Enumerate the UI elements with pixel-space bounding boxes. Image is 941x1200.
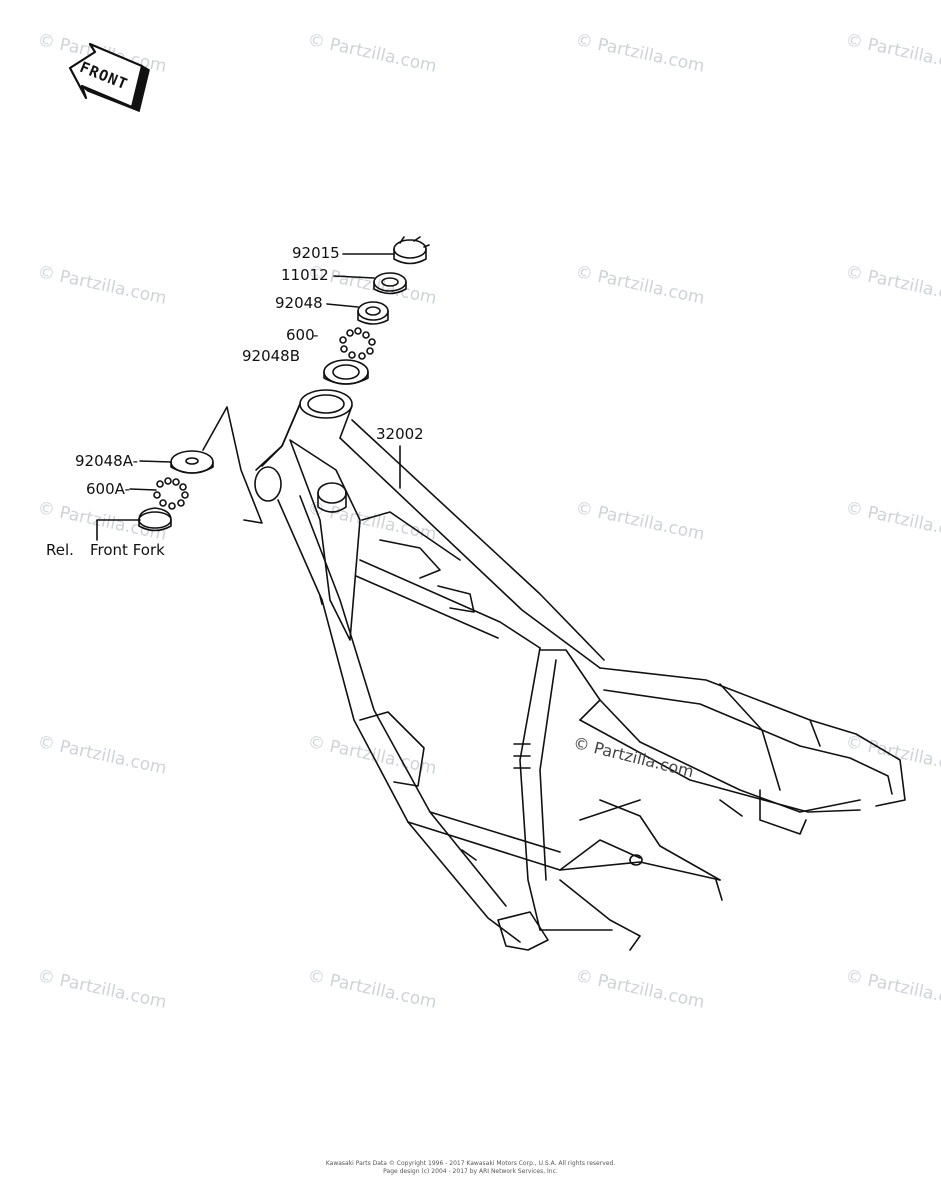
callout-11012: 11012 (281, 266, 329, 284)
race-92048-icon (357, 301, 389, 325)
callout-600-dash: - (313, 326, 319, 344)
leader-92048a (139, 460, 172, 463)
footer-copyright: Kawasaki Parts Data © Copyright 1996 - 2… (325, 1160, 616, 1167)
callout-92048: 92048 (275, 294, 323, 312)
leader-600a (129, 488, 157, 491)
callout-92048a: 92048A- (75, 452, 139, 470)
callout-front-fork: Front Fork (90, 541, 165, 559)
nut-92015-icon (393, 236, 430, 265)
callout-32002: 32002 (376, 425, 424, 443)
race-front-fork-icon (138, 507, 172, 532)
leader-92048 (326, 303, 359, 308)
footer-page-design: Page design (c) 2004 - 2017 by ARI Netwo… (383, 1168, 558, 1175)
frame-32002 (254, 389, 906, 951)
callout-600: 600 (286, 326, 315, 344)
front-arrow-icon (68, 42, 150, 112)
race-92048a-icon (170, 450, 214, 474)
balls-600-icon (339, 327, 376, 360)
leader-rel-front-fork (96, 519, 141, 541)
leader-11012 (333, 275, 375, 279)
callout-92048b: 92048B (242, 347, 301, 365)
balls-600a-icon (153, 477, 189, 510)
race-92048b-icon (323, 359, 369, 385)
callout-600a: 600A- (86, 480, 130, 498)
washer-11012-icon (373, 272, 407, 295)
zigzag-leader (202, 406, 263, 524)
callout-92015: 92015 (292, 244, 340, 262)
callout-rel: Rel. (46, 541, 74, 559)
